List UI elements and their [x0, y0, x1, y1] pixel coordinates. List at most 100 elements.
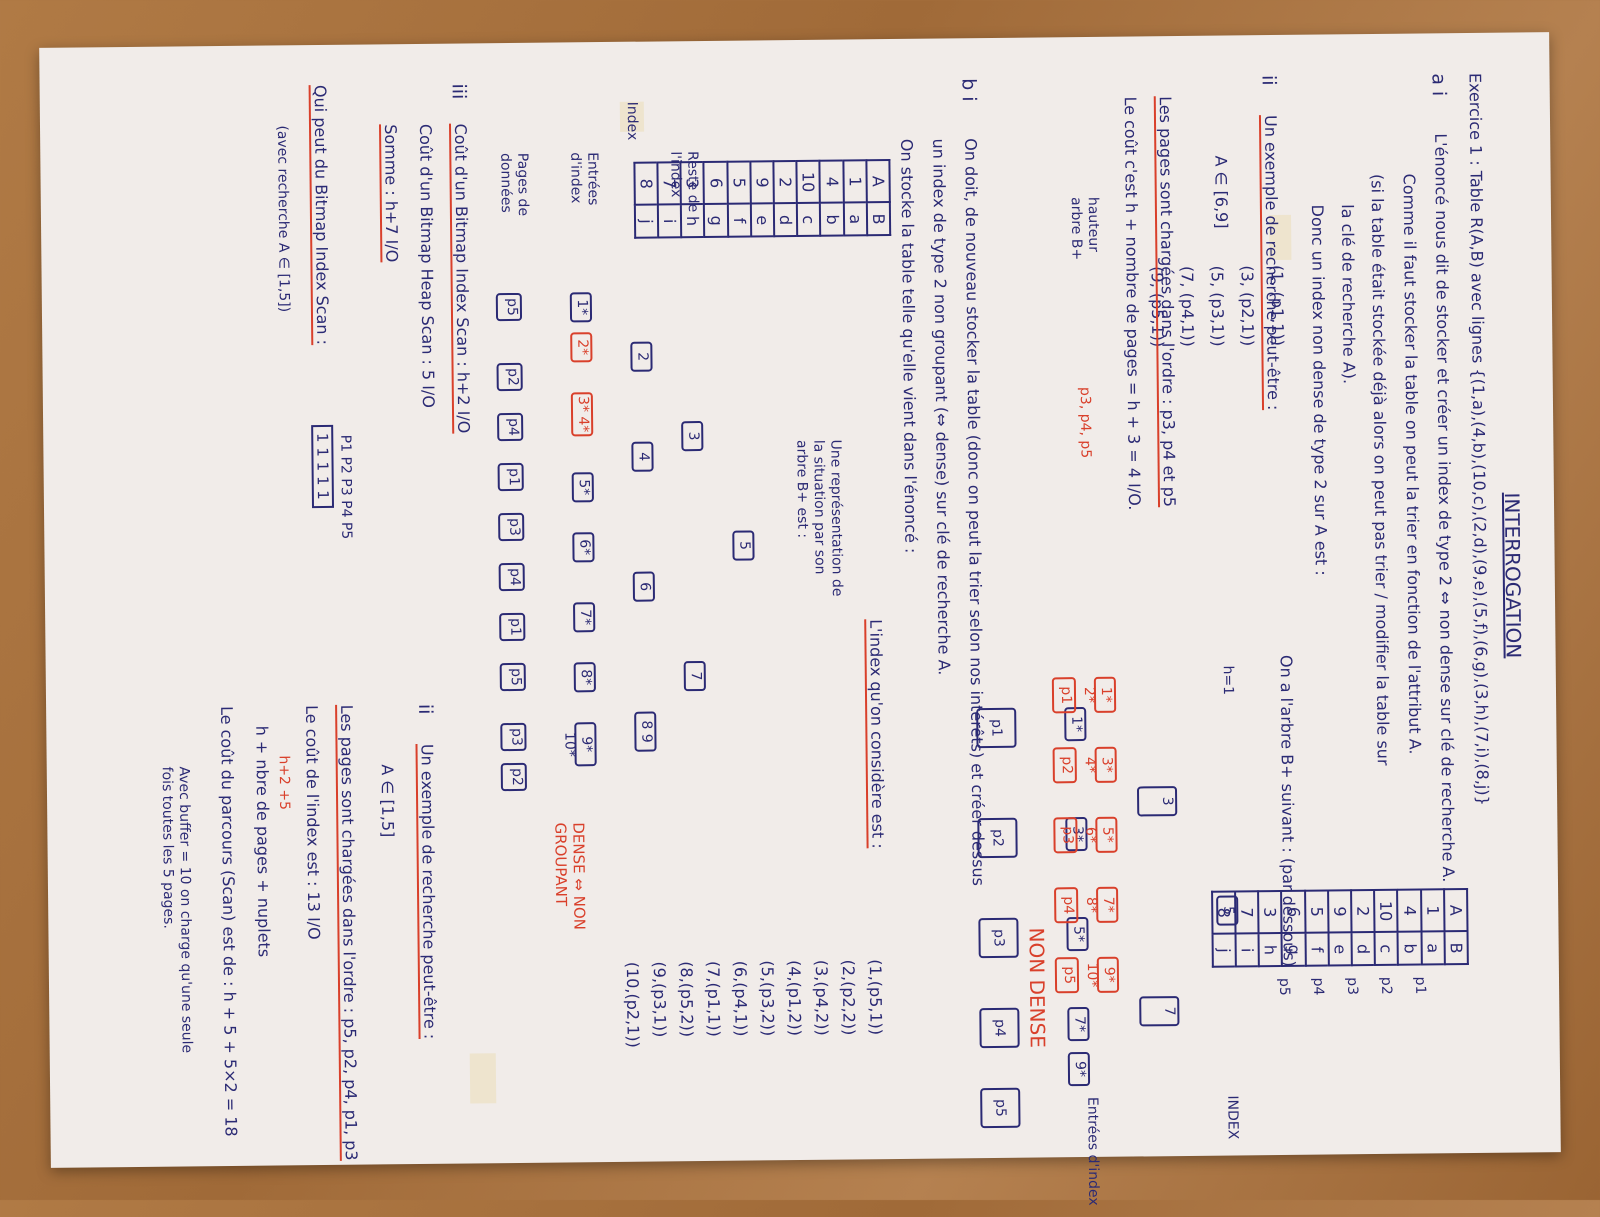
red-entry: 1* 2* [1081, 676, 1117, 713]
bitmap-note: (avec recherche A ∈ [1,5]) [274, 125, 292, 313]
bitmap-values: 1 1 1 1 1 [311, 424, 335, 508]
data-page: p3 [498, 512, 525, 542]
side-label: Pages de données [497, 152, 531, 217]
table-cell: c [1374, 932, 1399, 966]
tree-node: 2 [630, 341, 653, 372]
index-entry: (3, (p2,1)) [1237, 265, 1258, 347]
index-entry: (5,(p3,2)) [757, 960, 778, 1037]
pages-text: Les pages sont chargées dans l'ordre : p… [334, 704, 361, 1161]
red-page: p5 [1054, 957, 1080, 994]
part-letter: b [957, 78, 980, 91]
tree-node: 7 [683, 660, 706, 692]
page-label: p3 [1343, 977, 1361, 996]
tree-node-root: 5 [732, 530, 755, 561]
leaf-node: 8* [573, 662, 596, 693]
index-entry: (4,(p1,2)) [784, 959, 805, 1037]
pages-text: Les pages sont chargées dans l'ordre : p… [1153, 96, 1180, 508]
part-roman: i [957, 96, 980, 102]
red-page: p2 [1052, 747, 1077, 784]
table-cell: 5 [1304, 890, 1329, 934]
leaf-node: 2* [570, 332, 593, 363]
tree-node: 3 [1136, 786, 1178, 817]
table-cell: j [1212, 933, 1236, 968]
tree-node: 8 9 [634, 711, 657, 752]
bitmap-right-heading: Qui peut du Bitmap Index Scan : [308, 84, 333, 346]
search-range: A ∈ [6,9] [1211, 155, 1232, 229]
side-label: Index [623, 101, 641, 141]
non-dense-label: NON DENSE [1024, 927, 1050, 1049]
page-label: p5 [1275, 977, 1293, 996]
part-letter: a [1427, 73, 1450, 86]
table-cell: b [820, 202, 844, 237]
part-a-label: a i [1427, 73, 1450, 96]
part-b-ii-heading: Un exemple de recherche peut-être : [415, 743, 440, 1040]
table-cell: i [1235, 933, 1260, 967]
red-page: p1 [1051, 677, 1077, 714]
side-label: Reste de l'index [667, 151, 701, 213]
buffer-note: Avec buffer = 10 on charge qu'une seule … [158, 766, 195, 1054]
scan-text: Le coût du parcours (Scan) est de : h + … [217, 705, 241, 1137]
page-label: p4 [1309, 977, 1327, 996]
tree-node: 6 [632, 571, 656, 602]
part-a-line: (si la table était stockée déjà alors on… [1367, 173, 1393, 766]
side-label: Entrées d'index [1084, 1096, 1102, 1206]
data-page: p5 [495, 292, 523, 322]
bitmap-heap-cost: Coût d'un Bitmap Heap Scan : 5 I/O [415, 123, 438, 409]
page-label: p2 [1377, 976, 1395, 995]
red-note: p3, p4, p5 [1076, 386, 1094, 459]
table-cell: 7 [1235, 891, 1259, 934]
part-a-line: Comme il faut stocker la table on peut l… [1399, 173, 1425, 755]
index-entry: (7,(p1,1)) [703, 960, 724, 1037]
table-cell: 4 [1397, 889, 1422, 933]
red-entry: 5* 6* [1083, 816, 1118, 853]
index-entry: (9,(p3,1)) [649, 961, 670, 1038]
side-label: Entrées d'index [567, 152, 601, 206]
page-labels: p1 p2 p3 p4 p5 [1267, 976, 1437, 996]
data-page: p5 [499, 662, 526, 692]
table-cell: d [773, 203, 798, 237]
page-label: p1 [1411, 976, 1429, 995]
formula: h + nbre de pages + nuplets [252, 725, 274, 958]
table-header-a: A [1443, 889, 1468, 932]
bitmap-labels: P1 P2 P3 P4 P5 [337, 434, 355, 540]
part-b-label: b i [957, 78, 980, 102]
index-heading: L'index qu'on considère est : [864, 619, 888, 849]
tree-node: 7 [1139, 996, 1180, 1027]
part-b-line: On doit, de nouveau stocker la table (do… [961, 138, 989, 887]
data-page: p1 [499, 612, 526, 642]
formula-red: h+2 +5 [275, 755, 293, 811]
part-b-line: On stocke la table telle qu'elle vient d… [897, 138, 921, 554]
dense-label: DENSE ⇔ NON GROUPANT [551, 822, 589, 931]
repr-note: Une représentation de la situation par s… [793, 439, 845, 597]
table-header-a: A [866, 160, 890, 203]
leaf-node: 1* [569, 292, 593, 323]
index-entry: (2,(p2,2)) [838, 959, 859, 1036]
index-entry: (8,(p5,2)) [676, 961, 697, 1038]
table-cell: 6 [703, 161, 728, 205]
table-cell: 1 [843, 160, 867, 203]
side-label: INDEX [1224, 1095, 1241, 1140]
data-page: p3 [978, 917, 1019, 959]
table-cell: 10 [1374, 889, 1398, 933]
index-entry: (1,(p5,1)) [865, 959, 886, 1036]
part-b-ii-label: ii [414, 703, 437, 715]
leaf-node: 5* [571, 472, 594, 503]
table-header-b: B [866, 202, 891, 236]
table-cell: g [704, 204, 728, 238]
table-header-b: B [1444, 931, 1468, 965]
bitmap-sum: Somme : h+7 I/O [378, 124, 402, 263]
leaf-node: 6* [572, 532, 595, 563]
table-cell: e [750, 203, 775, 237]
data-page: p4 [979, 1007, 1020, 1049]
red-page: p3 [1053, 817, 1078, 854]
leaf-node: 3* 4* [570, 392, 594, 437]
data-page: p4 [498, 562, 525, 592]
handwritten-notes: INTERROGATION Exercice 1 : Table R(A,B) … [59, 52, 1540, 1206]
table-cell: 5 [727, 161, 751, 205]
part-b-iii-label: iii [447, 83, 470, 100]
table-cell: 10 [796, 160, 821, 204]
part-roman: i [1427, 90, 1450, 97]
data-page: p2 [496, 362, 523, 392]
table-cell: b [1397, 931, 1422, 966]
